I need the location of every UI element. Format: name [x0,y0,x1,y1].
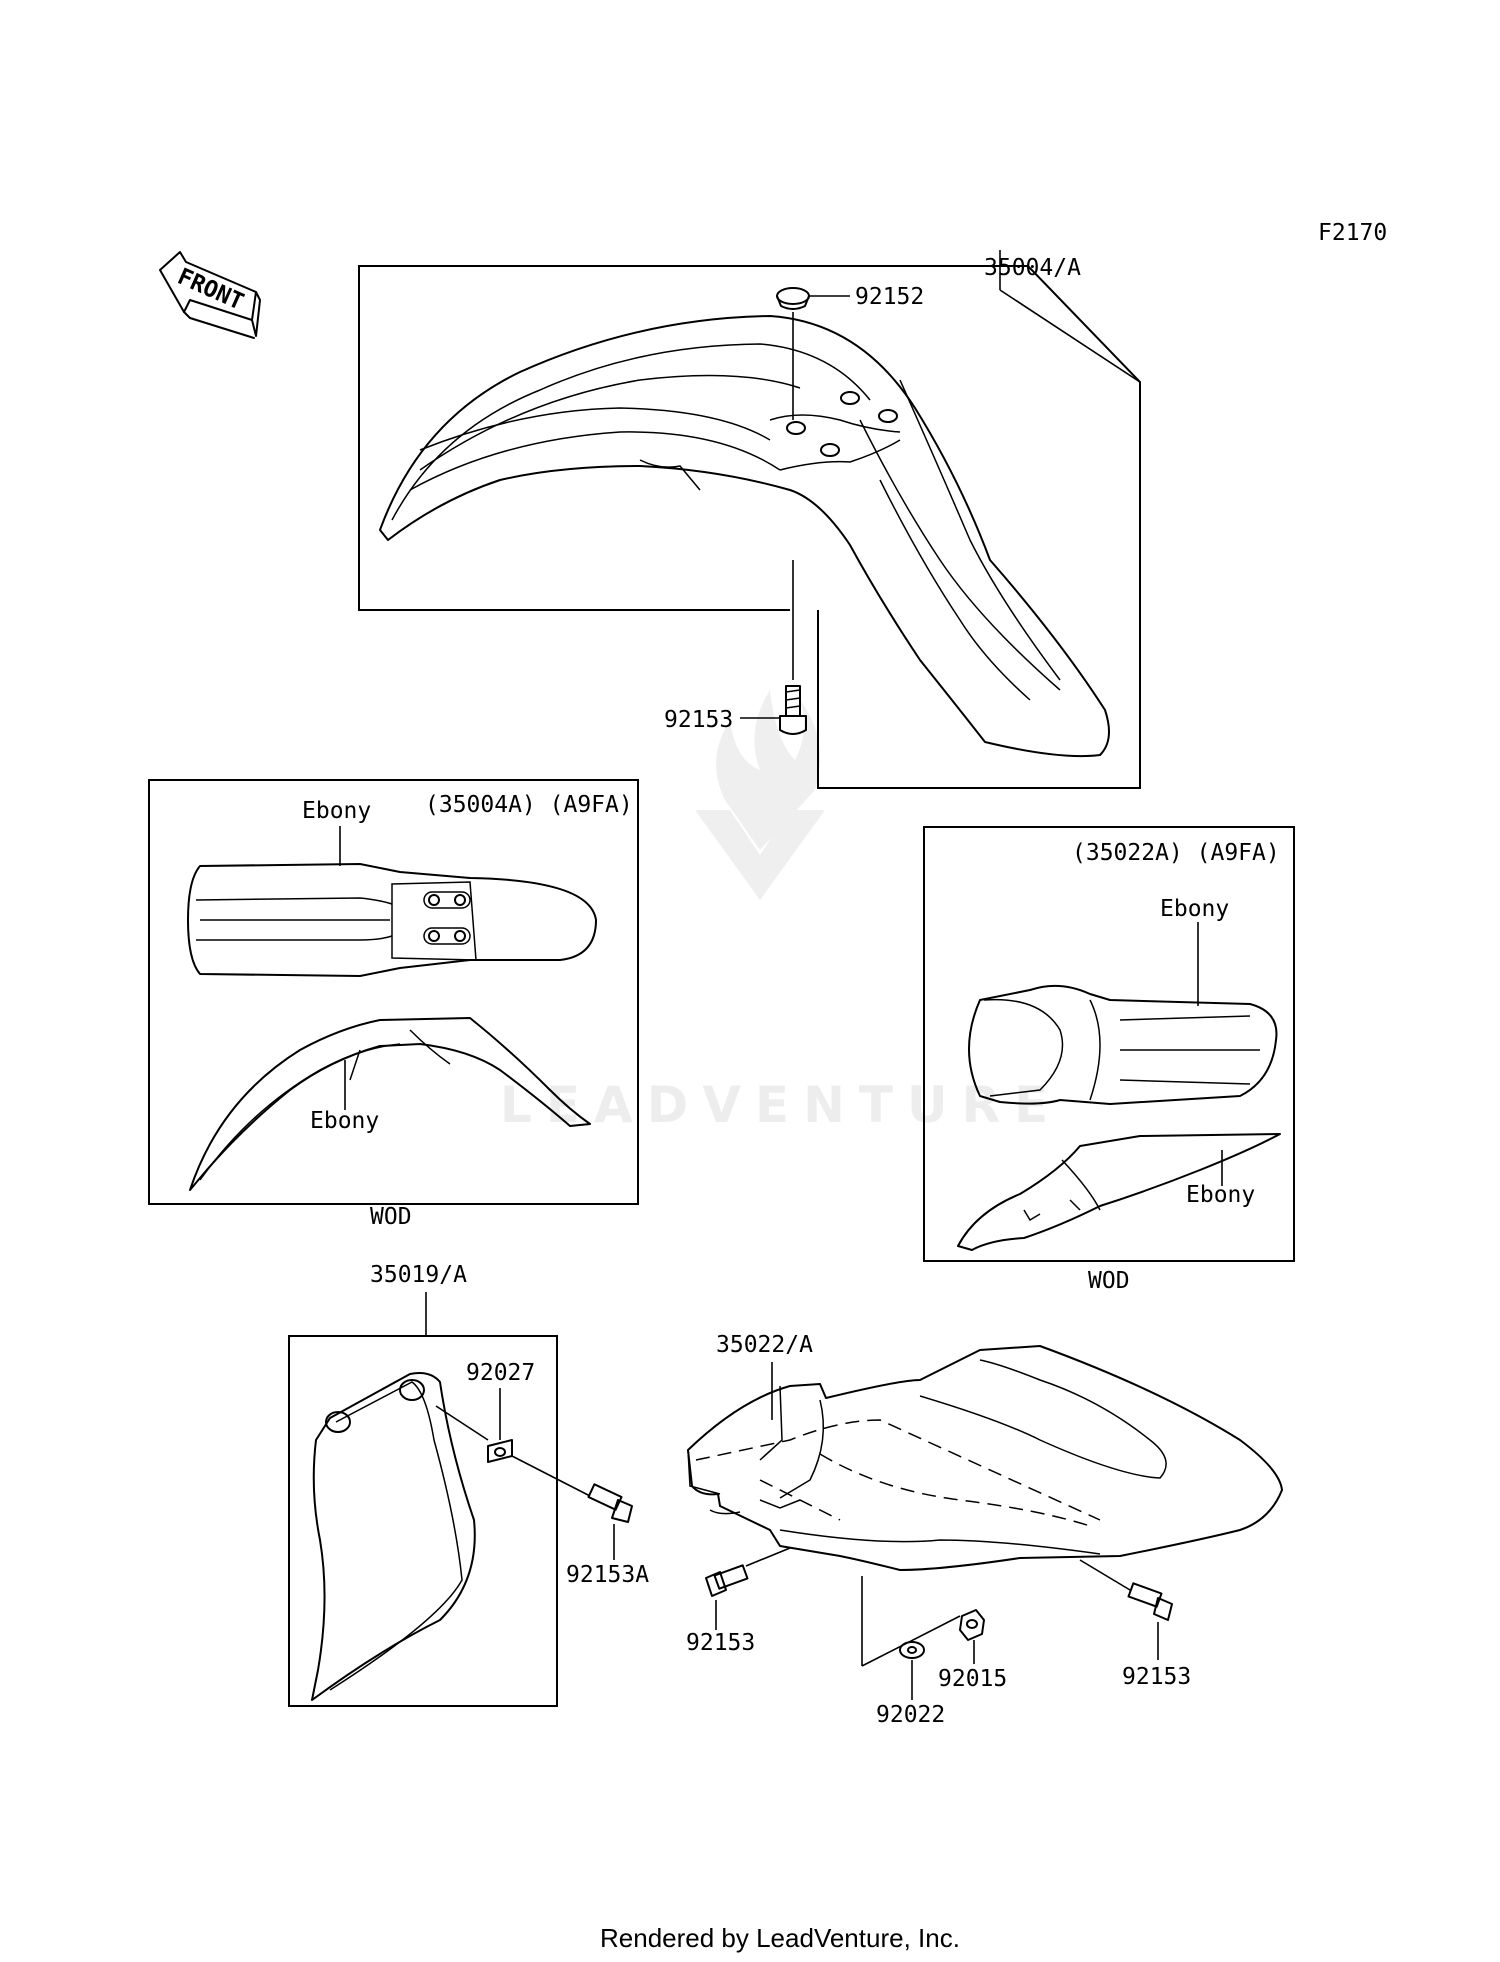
front-arrow: FRONT [159,251,261,339]
fork-guard-label: 35019/A [370,1262,467,1288]
front-bolt [779,685,807,735]
inset-rear: (35022A) (A9FA) Ebony Ebony WOD [923,826,1295,1294]
rear-nut [959,1609,985,1641]
watermark-text: LEADVENTURE [500,1076,1062,1134]
front-fender [379,315,1110,758]
fork-collar [487,1439,513,1463]
fork-guard-group: 35019/A 92027 92153A [288,1262,649,1707]
rear-bolt-right-label: 92153 [1122,1664,1191,1690]
rear-fender [687,1345,1283,1571]
rear-washer [899,1641,925,1659]
fork-bolt [587,1483,633,1523]
inset-rear-color-top: Ebony [1160,896,1229,922]
fork-guard-frame [288,1335,558,1707]
front-fender-group: 35004/A 92152 92153 [358,250,1141,789]
rear-bolt-left [705,1564,749,1597]
inset-front-variant: WOD [370,1204,412,1230]
rear-bolt-left-label: 92153 [686,1630,755,1656]
front-cap-label: 92152 [855,284,924,310]
inset-front-fender-top [187,863,597,977]
inset-rear-fender-side [957,1133,1281,1251]
inset-rear-fender-top [968,984,1278,1105]
front-fender-label: 35004/A [984,255,1081,281]
inset-rear-color-side: Ebony [1186,1182,1255,1208]
front-bolt-label: 92153 [664,707,733,733]
diagram-code: F2170 [1318,220,1387,246]
fork-guard [311,1372,476,1701]
front-fender-frame [358,265,1141,789]
leadventure-watermark: LEADVENTURE [500,690,1062,1134]
front-cap [776,287,810,305]
rear-washer-label: 92022 [876,1702,945,1728]
inset-front-frame [148,779,639,1205]
inset-rear-frame [923,826,1295,1262]
inset-front-code: (35004A) (A9FA) [425,792,633,818]
inset-front-color-side: Ebony [310,1108,379,1134]
fork-collar-label: 92027 [466,1360,535,1386]
rear-nut-label: 92015 [938,1666,1007,1692]
inset-rear-variant: WOD [1088,1268,1130,1294]
inset-rear-code: (35022A) (A9FA) [1072,840,1280,866]
footer-credit: Rendered by LeadVenture, Inc. [600,1923,960,1953]
rear-fender-label: 35022/A [716,1332,813,1358]
inset-front: (35004A) (A9FA) Ebony Ebony WOD [148,779,639,1230]
fork-bolt-label: 92153A [566,1562,649,1588]
inset-front-color-top: Ebony [302,798,371,824]
rear-fender-group: 35022/A 92153 92153 [686,1332,1283,1728]
rear-bolt-right [1127,1582,1173,1621]
